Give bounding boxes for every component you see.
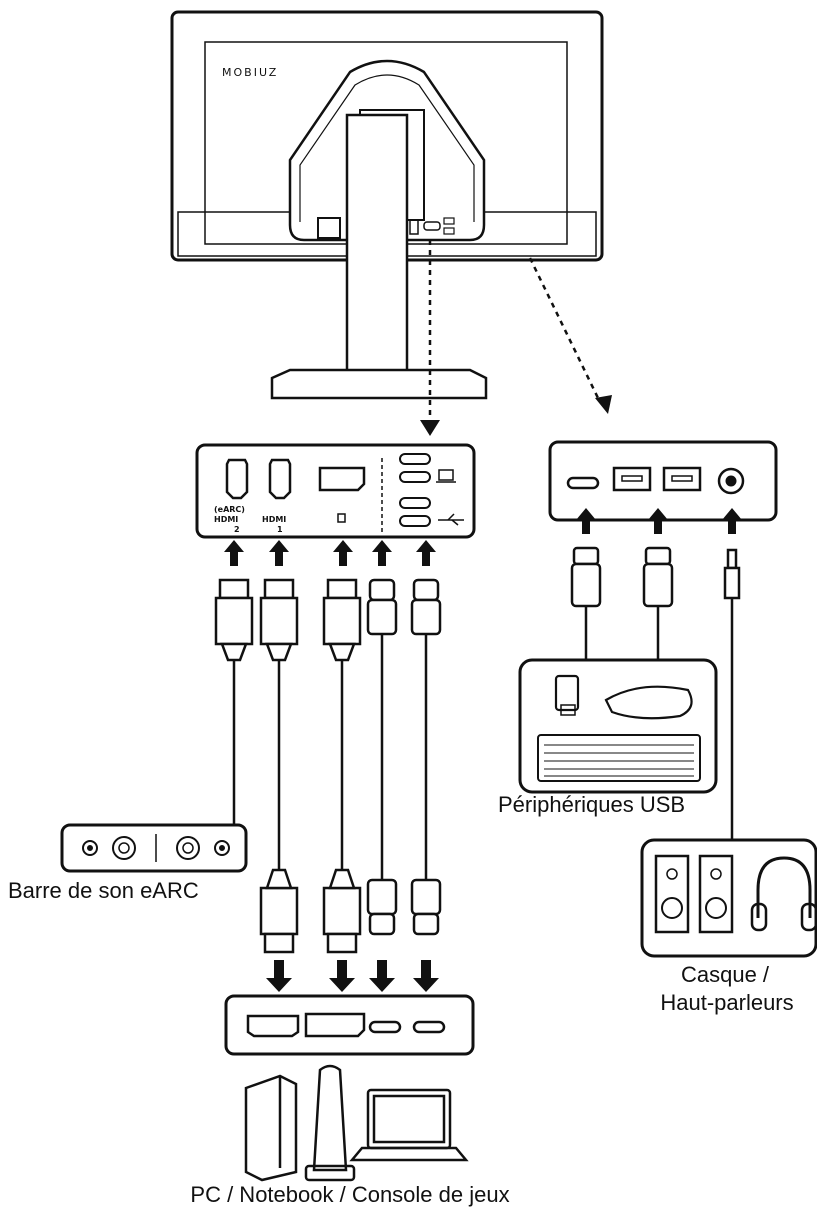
hdmi1-logo: HDMI — [262, 515, 286, 524]
hdmi2-logo: HDMI — [214, 515, 238, 524]
rear-port-panel — [195, 443, 476, 539]
output-arrows — [266, 960, 439, 992]
soundbar-label: Barre de son eARC — [8, 878, 199, 903]
leader-arrow-icon — [420, 420, 440, 436]
side-port-panel — [548, 440, 778, 522]
zoom-leaders — [428, 240, 600, 420]
usb-devices-label: Périphériques USB — [498, 792, 686, 817]
sources-label: PC / Notebook / Console de jeux — [190, 1182, 510, 1207]
hdmi2-earc-label: (eARC) — [214, 505, 245, 514]
hdmi2-number: 2 — [234, 525, 240, 534]
source-devices — [244, 1064, 469, 1182]
headphones-speakers-box — [640, 838, 817, 958]
hdmi1-number: 1 — [277, 525, 283, 534]
usb-devices-box — [518, 658, 718, 794]
input-cables — [214, 578, 442, 954]
source-port-panel — [224, 994, 475, 1056]
headphones-label-line2: Haut-parleurs — [660, 990, 794, 1015]
headphones-label-line1: Casque / — [680, 962, 770, 987]
input-arrows — [224, 508, 742, 566]
monitor-brand: MOBIUZ — [222, 66, 278, 79]
monitor-rear — [170, 10, 604, 400]
soundbar — [60, 823, 248, 873]
leader-arrow-icon — [595, 395, 612, 414]
usb-cables — [570, 546, 741, 840]
